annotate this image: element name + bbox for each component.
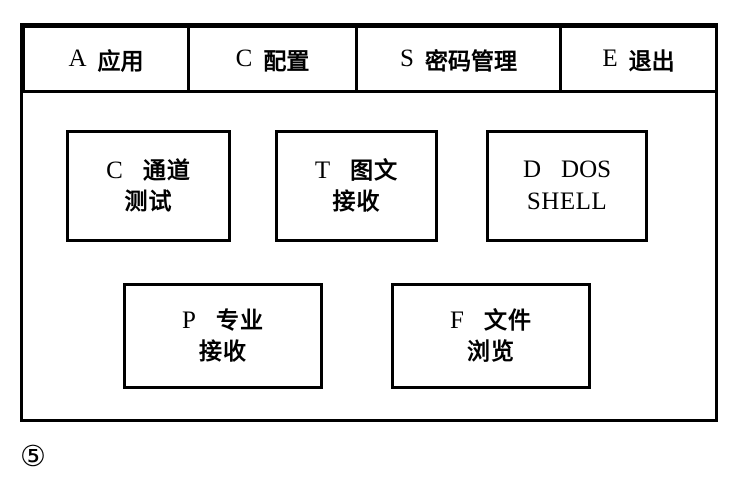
application-window: A 应用 C 配置 S 密码管理 E 退出 C 通道 测试 [20,23,718,422]
button-graphic-text-receive-key: T [314,156,331,184]
button-dos-shell-label-line2: SHELL [526,188,608,215]
button-graphic-text-receive-line1: T 图文 [315,156,398,187]
menu-item-password-management-label: 密码管理 [424,49,517,75]
button-channel-test-label-line1: 通道 [142,157,191,184]
button-dos-shell-line1: D DOS [523,155,611,186]
figure-number-caption: ⑤ [20,439,46,473]
menu-item-exit[interactable]: E 退出 [559,28,715,90]
menu-item-configuration-key: C [235,45,253,72]
menu-item-application[interactable]: A 应用 [25,28,187,90]
button-channel-test-key: C [106,156,123,184]
menu-item-exit-label: 退出 [628,49,675,75]
button-professional-receive-label-line1: 专业 [215,307,264,334]
menu-item-password-management-key: S [400,45,414,72]
menu-item-application-key: A [68,45,87,72]
menu-item-configuration[interactable]: C 配置 [187,28,355,90]
button-file-browse-key: F [450,306,464,334]
client-area: C 通道 测试 T 图文 接收 D DOS SHELL [23,94,715,419]
menu-bar: A 应用 C 配置 S 密码管理 E 退出 [22,25,718,93]
button-file-browse-line1: F 文件 [450,306,532,337]
button-dos-shell-key: D [522,155,542,183]
button-channel-test[interactable]: C 通道 测试 [66,130,231,242]
button-professional-receive-line1: P 专业 [182,306,264,337]
button-file-browse[interactable]: F 文件 浏览 [391,283,591,389]
button-graphic-text-receive-label-line1: 图文 [350,157,399,184]
button-graphic-text-receive-label-line2: 接收 [332,189,381,216]
menu-item-configuration-label: 配置 [263,49,310,75]
button-graphic-text-receive[interactable]: T 图文 接收 [275,130,438,242]
button-channel-test-line1: C 通道 [106,156,191,187]
button-professional-receive-key: P [182,306,196,334]
menu-item-password-management[interactable]: S 密码管理 [355,28,559,90]
button-channel-test-label-line2: 测试 [124,189,173,216]
button-dos-shell-label-line1: DOS [561,155,612,183]
button-professional-receive[interactable]: P 专业 接收 [123,283,323,389]
button-file-browse-label-line2: 浏览 [467,339,515,366]
menu-item-application-label: 应用 [97,49,144,75]
button-dos-shell[interactable]: D DOS SHELL [486,130,648,242]
menu-item-exit-key: E [602,45,618,72]
button-professional-receive-label-line2: 接收 [199,339,247,366]
button-file-browse-label-line1: 文件 [483,307,532,334]
